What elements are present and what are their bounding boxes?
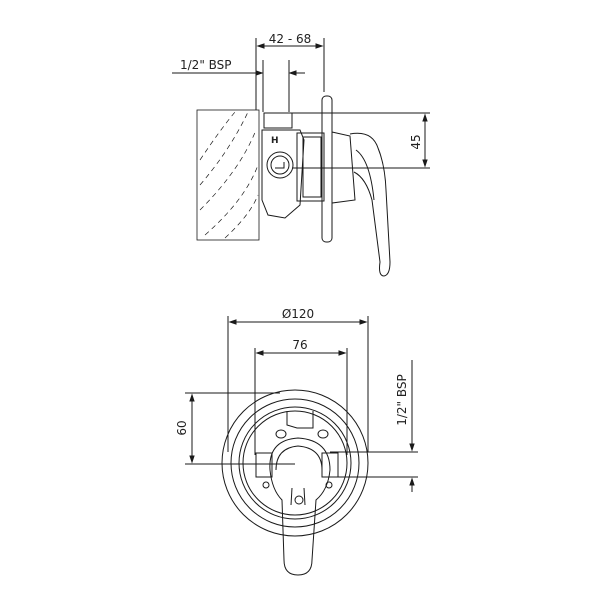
inlet-dimension-front: 1/2" BSP (395, 374, 409, 426)
front-view: Ø120 76 60 1/2" BSP (175, 307, 418, 576)
height-dimension-side: 45 (409, 134, 423, 149)
inlet-dimension-side: 1/2" BSP (180, 58, 232, 72)
diameter-dimension: Ø120 (282, 307, 314, 321)
wall-hatch (199, 111, 259, 239)
side-view: H 42 - 68 1/2" BSP 45 (172, 32, 430, 277)
depth-dimension: 42 - 68 (269, 32, 312, 46)
height-dimension-front: 60 (175, 420, 189, 435)
hot-label: H (271, 136, 279, 146)
width-dimension: 76 (292, 338, 307, 352)
